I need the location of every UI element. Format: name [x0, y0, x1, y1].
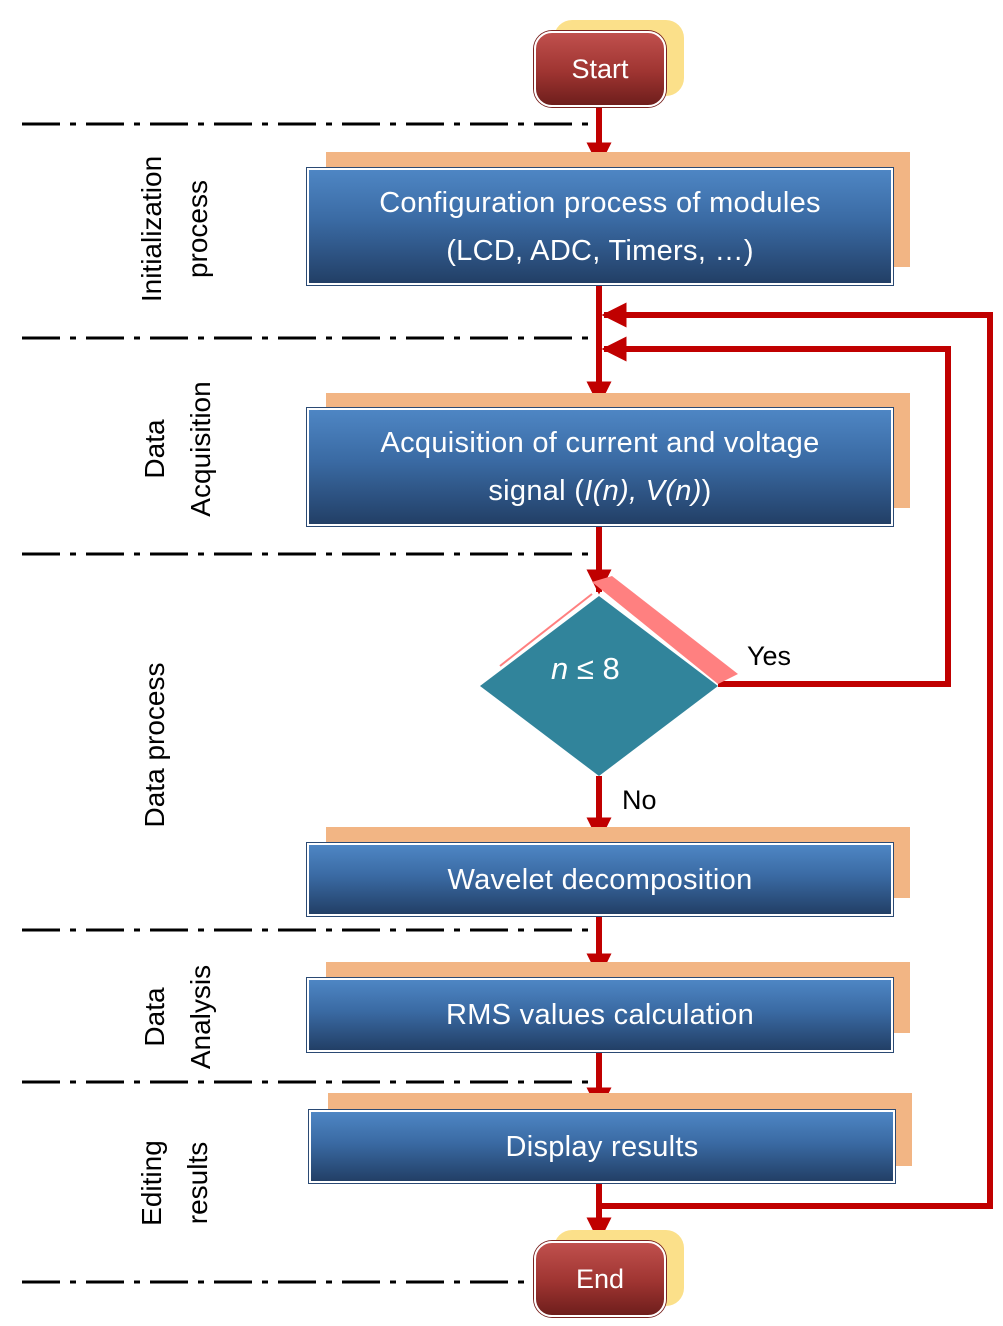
- decision-condition: n ≤ 8: [551, 651, 620, 686]
- decision-shape: [480, 576, 738, 776]
- arrow-display-loop-back: [599, 302, 993, 1209]
- acquisition-line2: signal (I(n), V(n)): [488, 475, 712, 507]
- arrow-decision-yes-loop: [601, 336, 951, 687]
- config-process-box: Configuration process of modules (LCD, A…: [307, 168, 893, 285]
- lane-label-initialization: Initialization process: [136, 155, 213, 303]
- acquisition-process-box: Acquisition of current and voltage signa…: [307, 408, 893, 526]
- lane-label-process: Data process: [139, 662, 170, 828]
- decision-diamond: [480, 596, 718, 776]
- rms-process-box: RMS values calculation: [307, 978, 893, 1052]
- end-label: End: [575, 1263, 625, 1294]
- lane-label-acquisition: Data Acquisition: [139, 381, 216, 517]
- wavelet-process-box: Wavelet decomposition: [307, 843, 893, 916]
- yes-label: Yes: [747, 641, 792, 671]
- display-process-box: Display results: [309, 1110, 895, 1183]
- start-terminal: Start: [534, 31, 666, 107]
- lane-separators: [22, 122, 598, 1284]
- lane-label-editing: Editing results: [136, 1140, 213, 1226]
- no-label: No: [622, 785, 657, 815]
- start-label: Start: [571, 53, 629, 84]
- decision-shadow: [592, 576, 738, 684]
- end-terminal: End: [534, 1241, 666, 1317]
